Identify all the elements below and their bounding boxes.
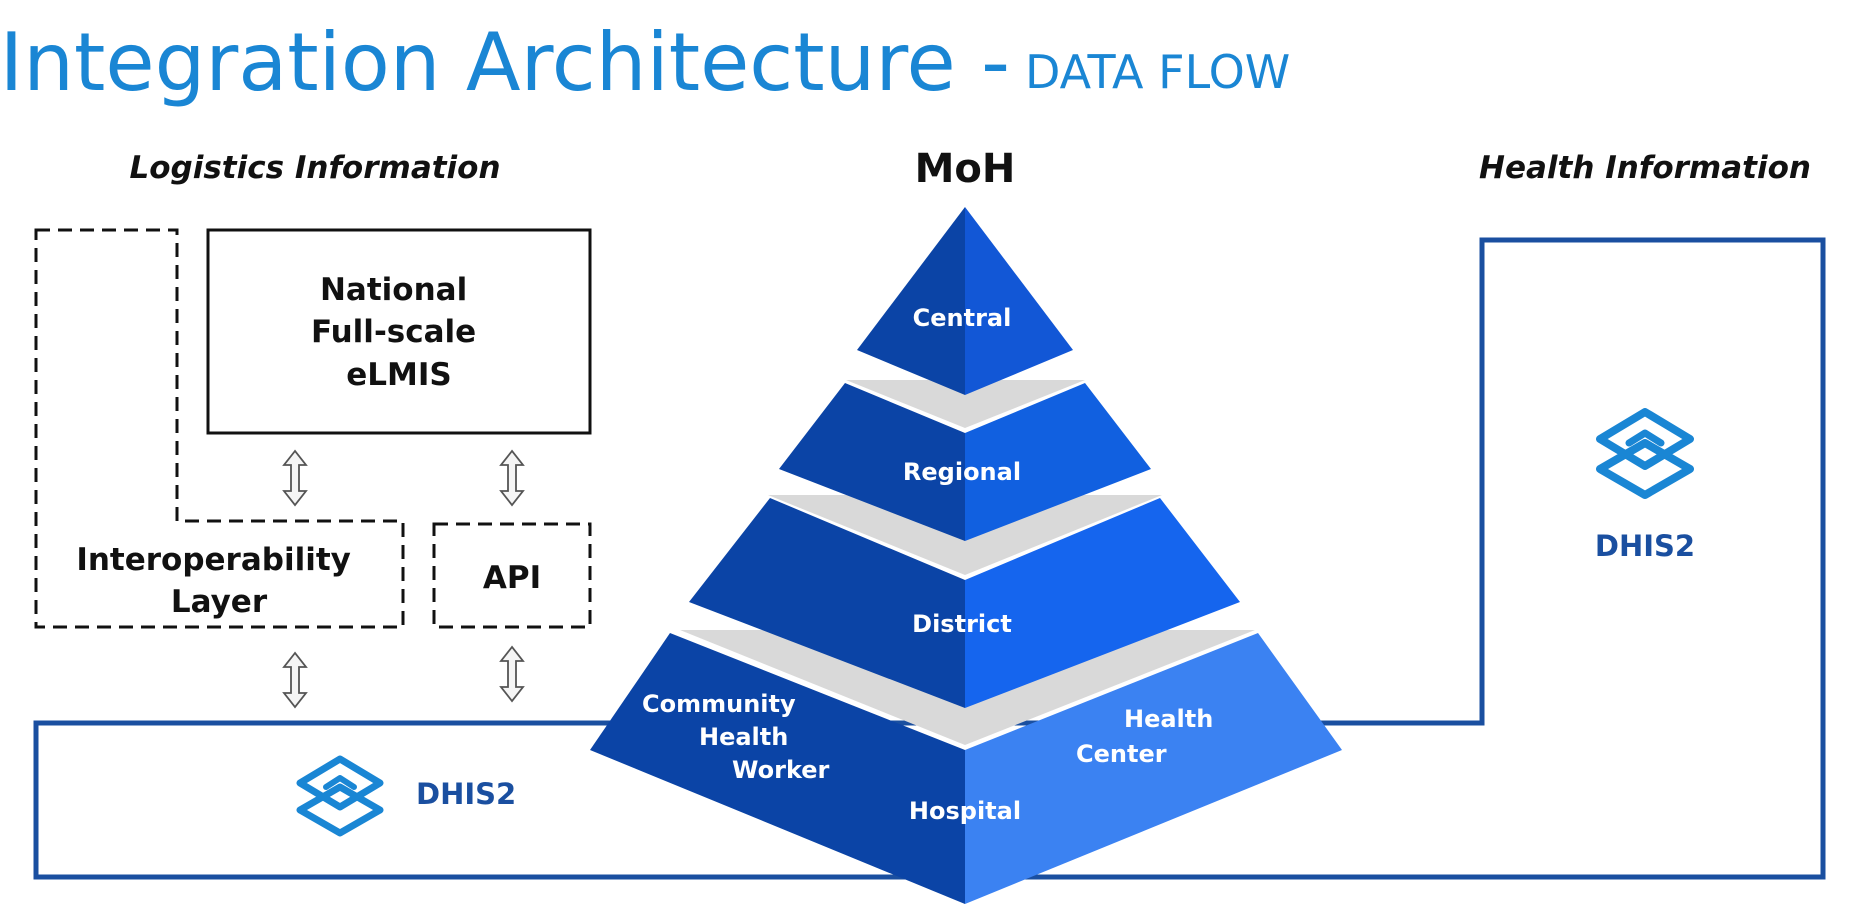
dhis2-layers-icon bbox=[296, 755, 384, 837]
interoperability-label: Interoperability Layer bbox=[76, 542, 361, 620]
national-elmis-label: National Full-scale eLMIS bbox=[311, 272, 487, 393]
moh-heading: MoH bbox=[915, 146, 1016, 192]
page-subtitle: DATA FLOW bbox=[1025, 45, 1290, 99]
pyramid-tier-district-right bbox=[965, 498, 1240, 708]
dhis2-layers-icon bbox=[1596, 408, 1694, 499]
page-title: eLMIS Integration Architecture - bbox=[0, 16, 1010, 109]
double-arrow-icon bbox=[282, 449, 308, 507]
national-elmis-box bbox=[206, 228, 592, 435]
logistics-heading: Logistics Information bbox=[129, 150, 500, 186]
pyramid-tier-regional-left bbox=[779, 383, 965, 541]
pyramid-tier-base-left bbox=[590, 633, 965, 904]
pyramid-tier-district-left bbox=[689, 498, 965, 708]
tier-label-central: Central bbox=[913, 304, 1012, 332]
dhis2-label-bottom: DHIS2 bbox=[416, 777, 516, 811]
tier-label-hospital: Hospital bbox=[909, 797, 1021, 825]
health-heading: Health Information bbox=[1479, 150, 1811, 186]
pyramid-tier-regional-right bbox=[965, 383, 1151, 541]
pyramid-separator bbox=[846, 380, 1085, 428]
double-arrow-icon bbox=[499, 645, 525, 703]
pyramid-tier-central-right bbox=[965, 207, 1073, 395]
api-label: API bbox=[483, 560, 541, 596]
interoperability-layer-box bbox=[34, 228, 405, 629]
moh-pyramid bbox=[590, 207, 1342, 904]
double-arrow-icon bbox=[282, 651, 308, 709]
dhis2-label-right: DHIS2 bbox=[1595, 529, 1695, 563]
dhis2-outline bbox=[33, 237, 1826, 880]
tier-label-regional: Regional bbox=[903, 458, 1021, 486]
tier-label-health-center: Health Center bbox=[1076, 705, 1222, 768]
pyramid-tier-central-left bbox=[857, 207, 965, 395]
pyramid-tier-base-right bbox=[965, 633, 1342, 904]
api-box bbox=[432, 522, 592, 629]
tier-label-district: District bbox=[912, 610, 1012, 638]
tier-label-community-health-worker: Community Health Worker bbox=[642, 690, 830, 784]
double-arrow-icon bbox=[499, 449, 525, 507]
